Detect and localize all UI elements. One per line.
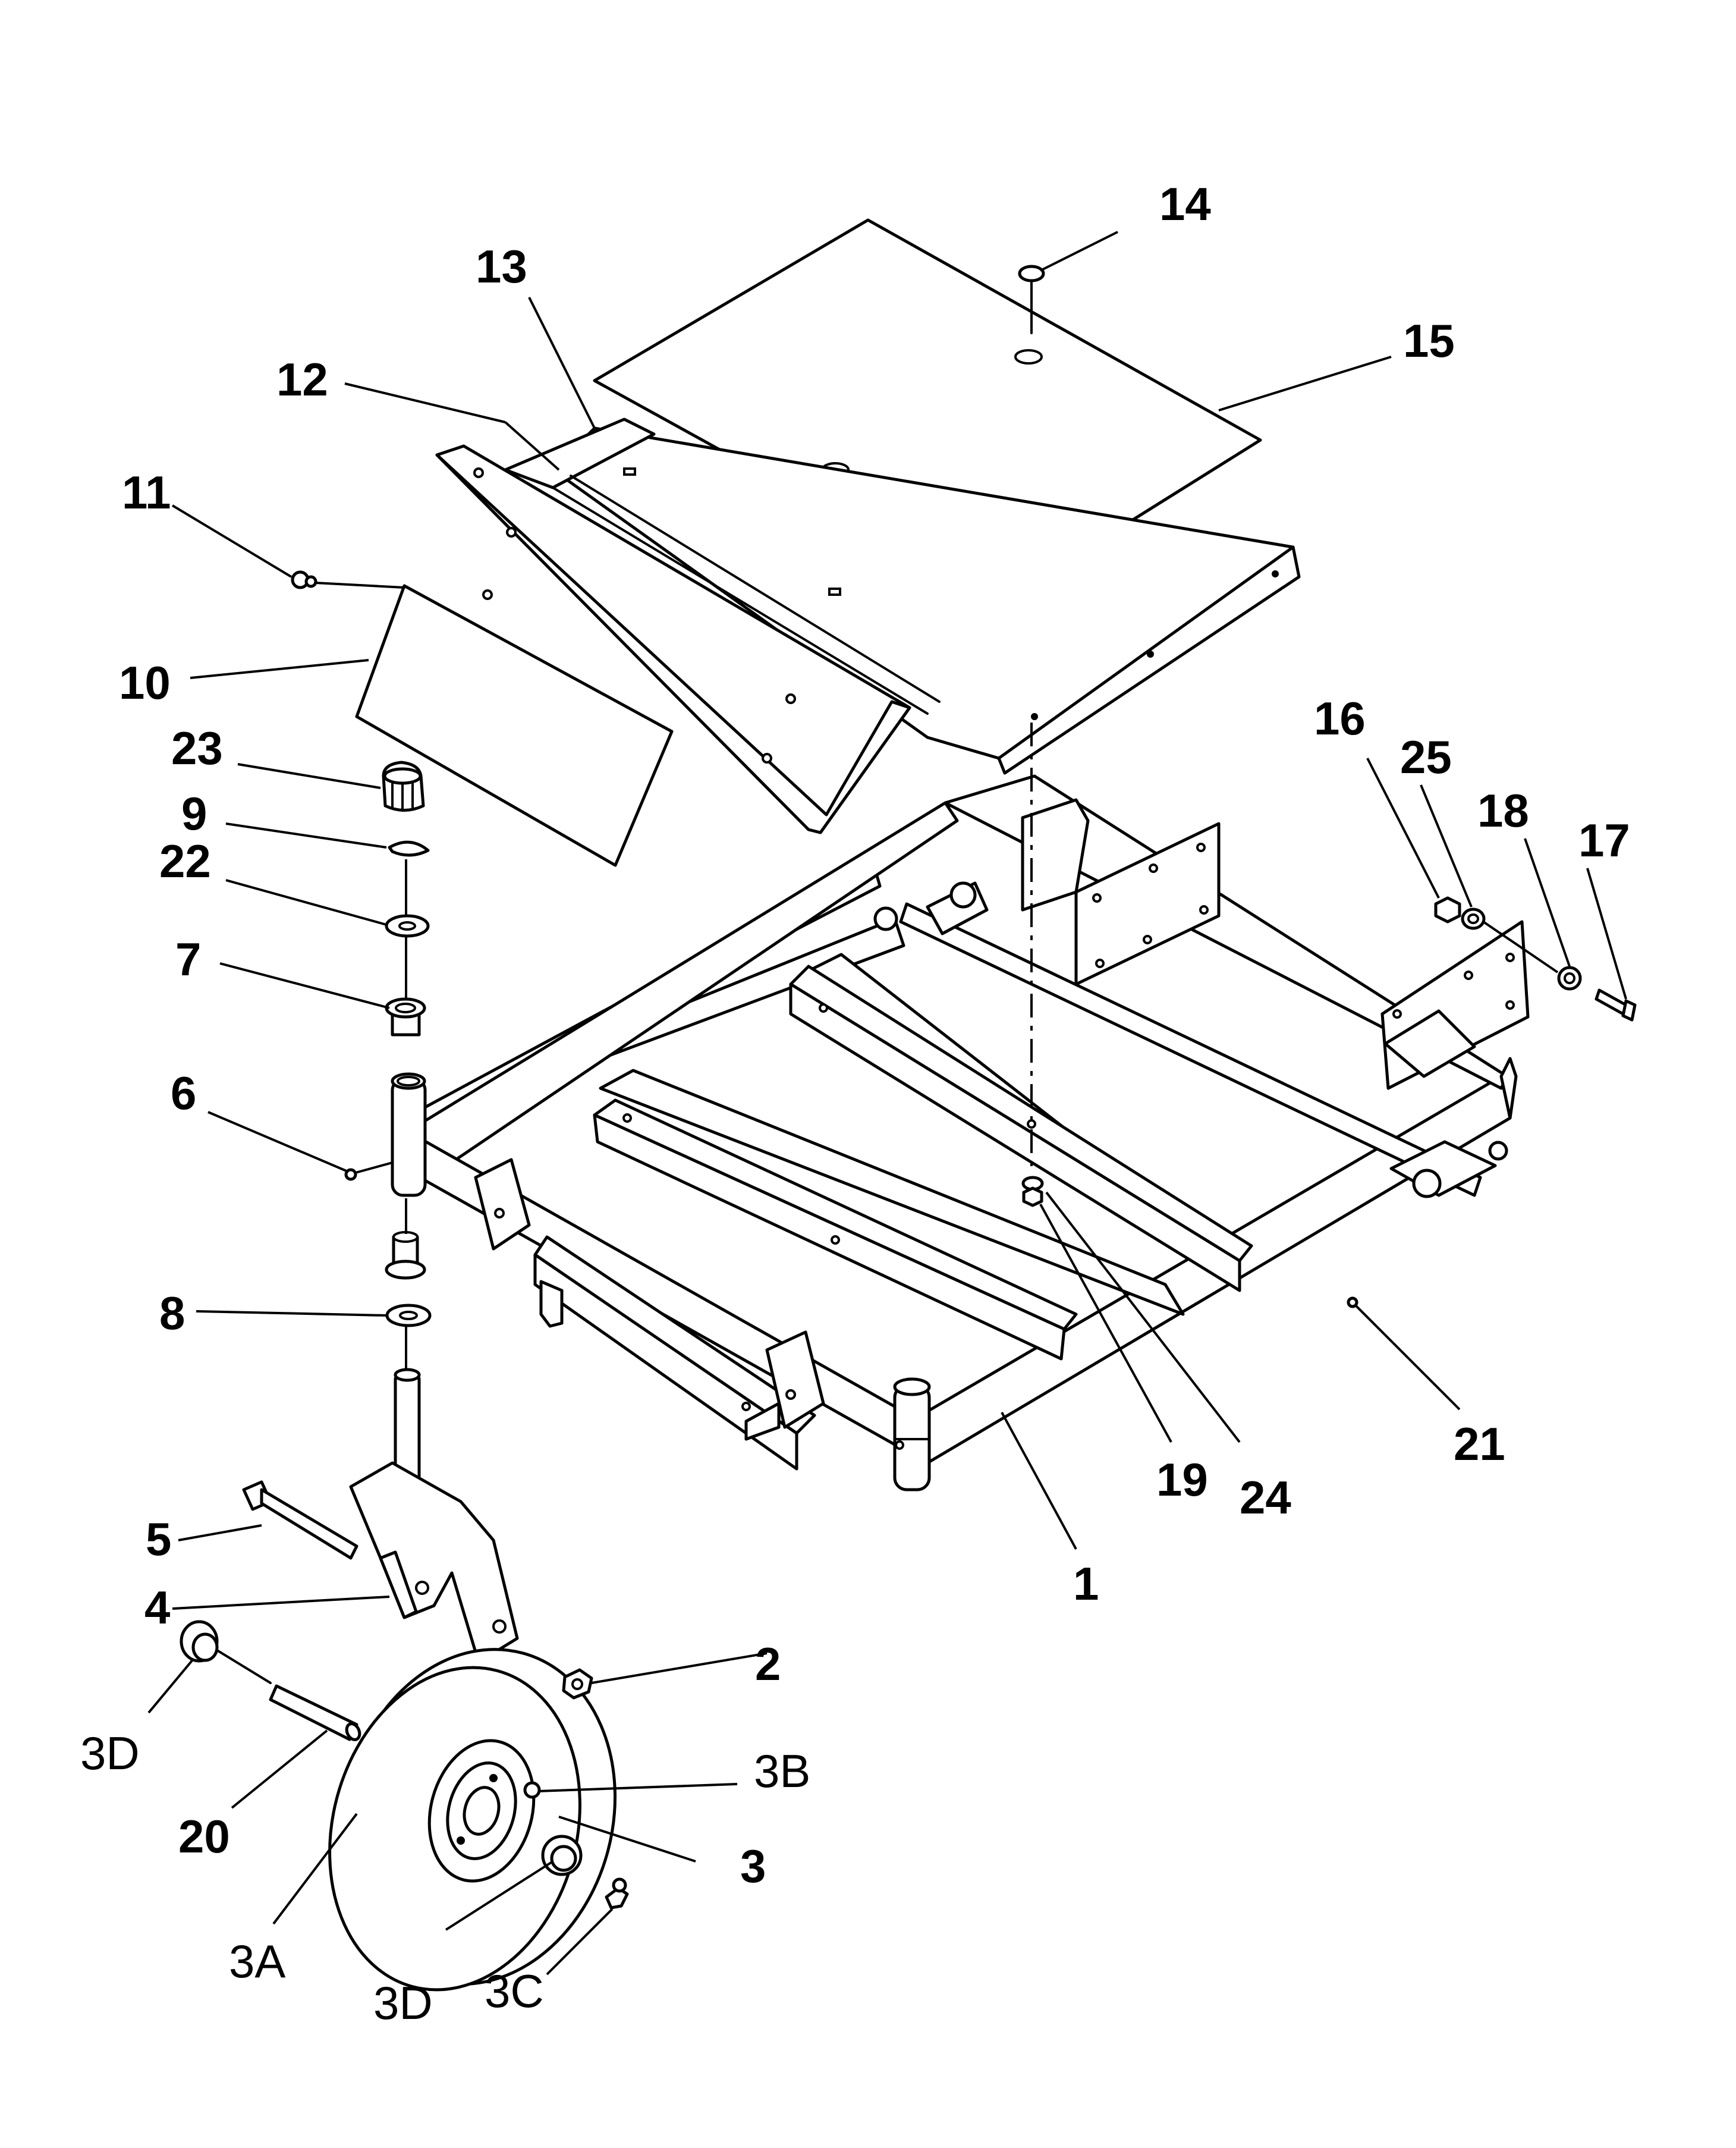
pivot-tube bbox=[391, 1072, 427, 1197]
set-screw bbox=[344, 1161, 394, 1181]
flap-screw bbox=[291, 570, 405, 589]
callout-7: 7 bbox=[175, 933, 201, 985]
grease-fitting bbox=[605, 1877, 629, 1910]
wheel-assembly bbox=[328, 1648, 617, 1992]
center-nut bbox=[1022, 1186, 1043, 1207]
retaining-clip bbox=[388, 840, 430, 857]
leader-lines bbox=[147, 231, 1627, 1976]
callout-24: 24 bbox=[1240, 1471, 1291, 1524]
callout-3c: 3C bbox=[485, 1965, 544, 2017]
callout-22: 22 bbox=[159, 835, 211, 887]
rear-skirt bbox=[789, 965, 1253, 1292]
callout-6: 6 bbox=[171, 1067, 196, 1119]
mount-plate-right bbox=[1380, 920, 1530, 1090]
flat-washer-18 bbox=[1557, 966, 1582, 991]
frame-ears bbox=[474, 1158, 825, 1441]
main-frame bbox=[408, 774, 1518, 1491]
callout-19: 19 bbox=[1156, 1453, 1208, 1506]
callout-5: 5 bbox=[146, 1513, 171, 1565]
callout-17: 17 bbox=[1578, 814, 1630, 866]
callout-10: 10 bbox=[119, 657, 171, 709]
hub-fitting bbox=[523, 1781, 541, 1799]
hardware-axis bbox=[1482, 921, 1559, 973]
callout-3d-left: 3D bbox=[80, 1727, 140, 1779]
center-skirt bbox=[593, 1098, 1078, 1361]
callout-13: 13 bbox=[476, 240, 527, 293]
axle-spacer-right bbox=[541, 1835, 583, 1876]
callout-2: 2 bbox=[755, 1638, 781, 1690]
callout-3a: 3A bbox=[229, 1935, 285, 1987]
callout-3: 3 bbox=[740, 1840, 766, 1892]
callout-11: 11 bbox=[122, 466, 171, 519]
callout-21: 21 bbox=[1454, 1418, 1505, 1470]
callout-16: 16 bbox=[1314, 692, 1366, 745]
hex-bolt-17 bbox=[1595, 988, 1637, 1022]
axle-spacer-left bbox=[180, 1620, 272, 1684]
callout-8: 8 bbox=[159, 1287, 185, 1339]
lower-washer bbox=[385, 1304, 432, 1327]
lower-bushing bbox=[385, 1231, 426, 1280]
callout-15: 15 bbox=[1403, 315, 1455, 367]
callout-1: 1 bbox=[1073, 1557, 1099, 1610]
upper-bushing bbox=[385, 997, 426, 1037]
wheel-axle bbox=[269, 1684, 361, 1741]
callout-23: 23 bbox=[171, 722, 223, 774]
callout-4: 4 bbox=[144, 1581, 170, 1634]
mount-plate-top bbox=[1021, 798, 1221, 986]
lock-nut bbox=[562, 1668, 593, 1700]
callout-14: 14 bbox=[1159, 178, 1211, 230]
hopper-body bbox=[435, 417, 1301, 834]
lock-washer-25 bbox=[1461, 907, 1486, 930]
carriage-bolt bbox=[1018, 265, 1045, 334]
front-skirt bbox=[533, 1235, 816, 1471]
small-screw bbox=[1347, 1296, 1358, 1308]
hex-nut bbox=[1434, 896, 1461, 924]
pivot-bolt bbox=[242, 1480, 358, 1560]
callout-18: 18 bbox=[1477, 784, 1529, 837]
callout-3d-right: 3D bbox=[373, 1977, 433, 2029]
callout-20: 20 bbox=[178, 1810, 230, 1863]
rubber-flap bbox=[355, 584, 674, 867]
upper-washer bbox=[385, 914, 430, 938]
callout-12: 12 bbox=[276, 353, 328, 406]
callout-9: 9 bbox=[181, 787, 207, 840]
callout-3B: 3B bbox=[754, 1745, 810, 1797]
callout-25: 25 bbox=[1400, 731, 1452, 783]
knob bbox=[382, 761, 425, 812]
caster-fork bbox=[349, 1368, 519, 1664]
